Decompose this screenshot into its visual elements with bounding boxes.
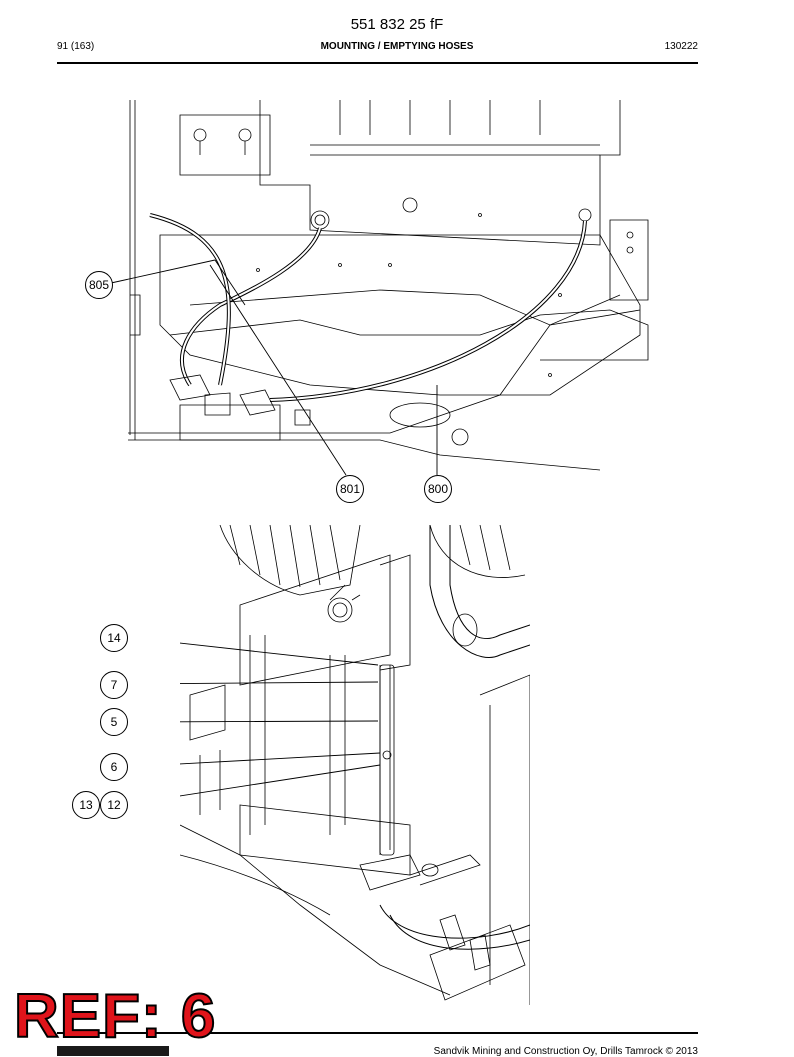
callout-label: 12 <box>107 798 121 812</box>
callout-5: 5 <box>100 708 128 736</box>
callout-label: 7 <box>110 678 118 692</box>
ref-stamp: REF: 6 <box>13 982 217 1051</box>
callout-7: 7 <box>100 671 128 699</box>
section-title: MOUNTING / EMPTYING HOSES <box>320 41 474 52</box>
callout-label: 6 <box>110 760 118 774</box>
callout-805: 805 <box>85 271 113 299</box>
callout-12: 12 <box>100 791 128 819</box>
callout-label: 5 <box>110 715 118 729</box>
callout-6: 6 <box>100 753 128 781</box>
doc-number: 551 832 25 fF <box>350 16 444 33</box>
header-rule <box>57 62 698 64</box>
doc-date: 130222 <box>664 41 698 52</box>
callout-800: 800 <box>424 475 452 503</box>
callout-14: 14 <box>100 624 128 652</box>
callout-801: 801 <box>336 475 364 503</box>
top-drawing <box>80 95 650 510</box>
callout-label: 805 <box>88 278 110 292</box>
page-number: 91 (163) <box>57 41 95 52</box>
callout-label: 800 <box>427 482 449 496</box>
company-logo <box>57 1046 169 1056</box>
callout-13: 13 <box>72 791 100 819</box>
bottom-drawing <box>180 525 530 1005</box>
callout-label: 13 <box>79 798 93 812</box>
callout-label: 801 <box>339 482 361 496</box>
callout-label: 14 <box>107 631 121 645</box>
copyright: Sandvik Mining and Construction Oy, Dril… <box>433 1046 698 1057</box>
footer-rule <box>57 1032 698 1034</box>
